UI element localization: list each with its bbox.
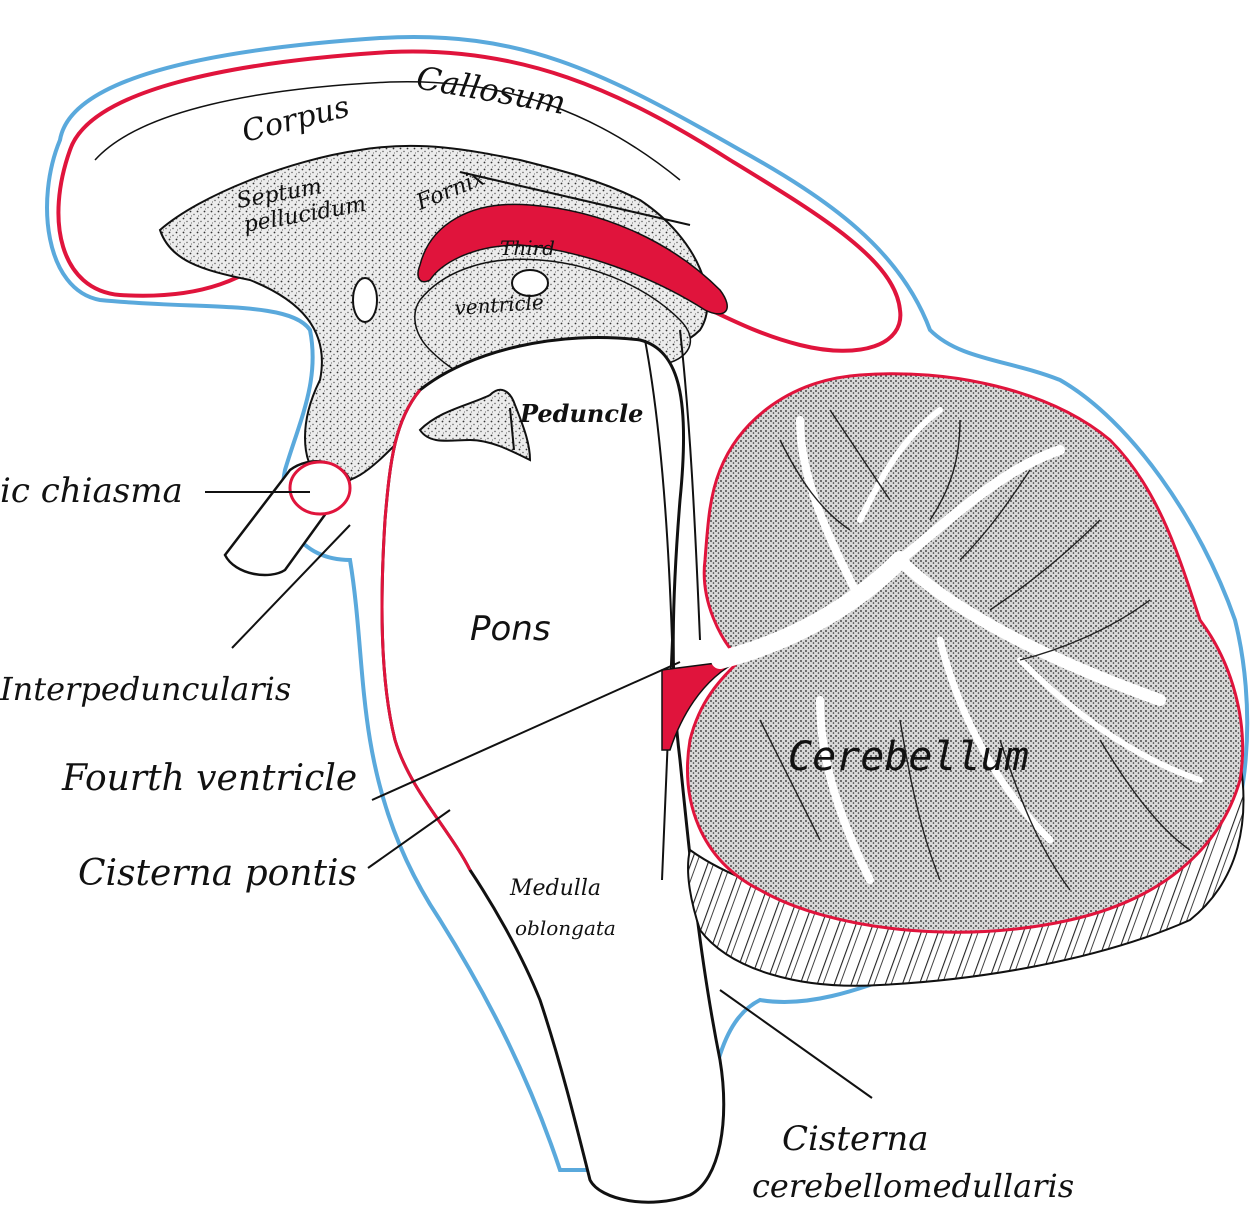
label-medulla: Medulla [509,876,601,901]
label-pons: Pons [470,609,551,649]
chiasma-lobe [290,462,350,514]
label-cerebellum: Cerebellum [788,734,1029,780]
label-fourth-ventricle: Fourth ventricle [61,758,357,799]
foramen-oval [353,278,377,322]
label-cerebellomedullaris: cerebellomedullaris [752,1167,1074,1205]
label-interpeduncularis: Interpeduncularis [0,670,291,708]
brainstem [382,337,724,1202]
label-cisterna: Cisterna [782,1119,929,1159]
label-cisterna-pontis: Cisterna pontis [78,853,357,894]
label-optic-chiasma: ic chiasma [0,471,183,511]
label-third: Third [500,236,555,260]
label-oblongata: oblongata [515,916,616,940]
label-peduncle: Peduncle [519,399,643,428]
